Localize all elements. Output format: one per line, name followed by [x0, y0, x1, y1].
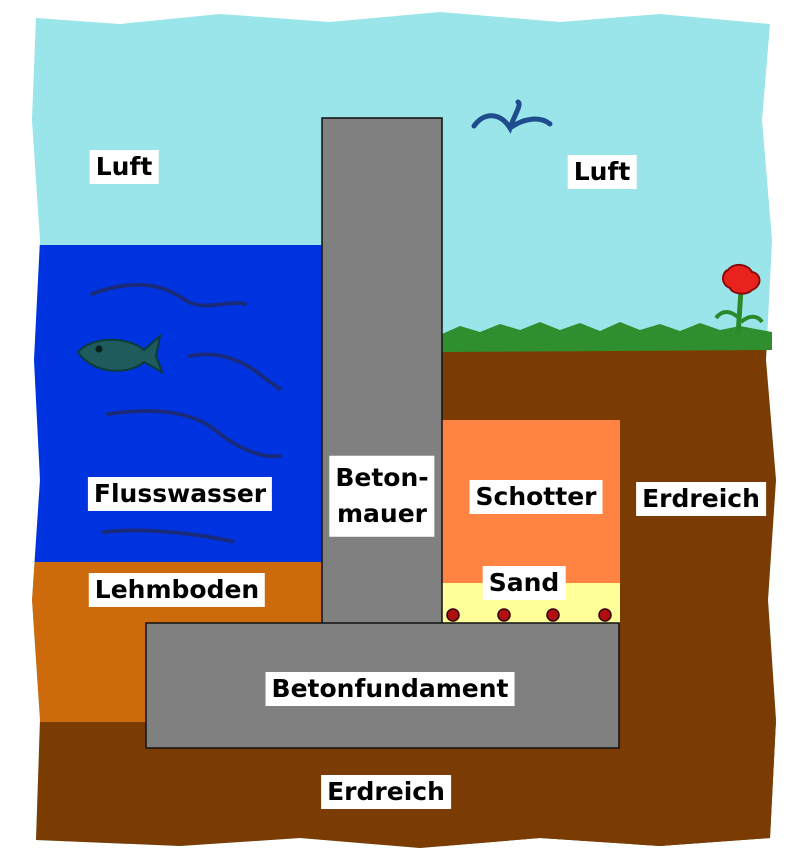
- river-water-label: Flusswasser: [87, 477, 273, 511]
- soil-bottom-label: Erdreich: [321, 775, 451, 809]
- grass-strip: [442, 322, 772, 352]
- water-region: [32, 245, 330, 563]
- foundation-label: Betonfundament: [265, 672, 515, 706]
- concrete-wall-label-line1: Beton-: [335, 462, 429, 492]
- concrete-wall: [321, 117, 443, 627]
- water-ripples: [90, 282, 284, 544]
- drain-pipe-icon: [446, 608, 612, 622]
- air-right-label: Luft: [567, 155, 637, 189]
- soil-right-label: Erdreich: [636, 482, 766, 516]
- concrete-wall-label-line2: mauer: [336, 499, 427, 528]
- drain-pipe: [497, 608, 511, 622]
- clay-soil-label: Lehmboden: [88, 573, 266, 607]
- flower-icon: [714, 264, 764, 336]
- fish-icon: [76, 333, 164, 375]
- sand-label: Sand: [482, 566, 566, 600]
- gravel-label: Schotter: [469, 480, 603, 514]
- drain-pipe: [546, 608, 560, 622]
- drain-pipe: [598, 608, 612, 622]
- bird-icon: [471, 99, 553, 134]
- drain-pipe: [446, 608, 460, 622]
- concrete-wall-label: Beton- mauer: [329, 455, 435, 537]
- air-left-label: Luft: [89, 150, 159, 184]
